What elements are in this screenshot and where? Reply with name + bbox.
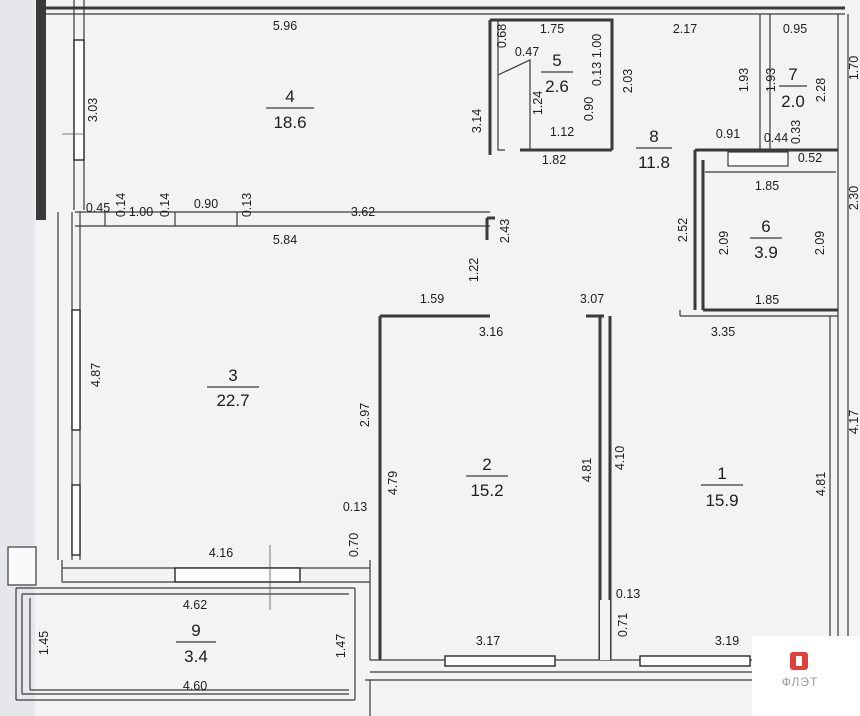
dim-label: 0.91 [716,127,740,141]
plan-area [35,0,860,716]
dim-label: 0.13 [590,62,604,86]
dimension-ticks [62,133,271,610]
room-6-area: 3.9 [754,243,778,262]
dim-label: 0.90 [582,97,596,121]
dim-label: 4.79 [386,471,400,495]
dim-label: 0.71 [616,613,630,637]
room-2-area: 15.2 [470,481,503,500]
room-9-area: 3.4 [184,647,208,666]
dim-label: 4.87 [89,363,103,387]
dim-label: 4.81 [580,458,594,482]
dim-label: 0.13 [240,193,254,217]
walls [7,0,860,716]
dim-label: 4.16 [209,546,233,560]
dim-label: 2.03 [621,69,635,93]
dim-label: 1.85 [755,179,779,193]
room-9-label: 9 3.4 [176,621,216,666]
room-labels: 4 18.6 5 2.6 8 11.8 7 2.0 6 3.9 3 22.7 [176,51,807,666]
edge-dim-label: 1.70 [847,56,860,80]
edge-dim-label: 2.30 [847,186,860,210]
room-5-label: 5 2.6 [541,51,573,96]
dim-label: 0.33 [789,120,803,144]
dim-label: 1.75 [540,22,564,36]
room-8-area: 11.8 [638,153,670,172]
room-3-area: 22.7 [216,391,249,410]
room-2-number: 2 [482,455,491,474]
dim-label: 3.35 [711,325,735,339]
room-5-area: 2.6 [545,77,569,96]
dim-label: 0.70 [347,533,361,557]
room-4-label: 4 18.6 [266,87,314,132]
dim-label: 2.43 [498,219,512,243]
room-4-area: 18.6 [273,113,306,132]
dim-label: 5.96 [273,19,297,33]
dim-label: 4.62 [183,598,207,612]
dim-label: 2.09 [813,231,827,255]
room-3-number: 3 [228,366,237,385]
dim-label: 3.14 [470,109,484,133]
dim-label: 3.03 [86,98,100,122]
dim-label: 2.52 [676,218,690,242]
dim-label: 0.95 [783,22,807,36]
dim-label: 1.85 [755,293,779,307]
dim-label: 1.00 [129,205,153,219]
dim-label: 2.09 [717,231,731,255]
room-1-area: 15.9 [705,491,738,510]
dim-label: 3.07 [580,292,604,306]
dim-label: 1.24 [531,91,545,115]
dim-label: 1.12 [550,125,574,139]
dim-label: 4.60 [183,679,207,693]
dim-label: 0.44 [764,131,788,145]
dim-label: 2.28 [814,78,828,102]
dim-label: 0.90 [194,197,218,211]
room-1-label: 1 15.9 [701,464,743,510]
logo-text: ФЛЭТ [782,675,819,689]
dim-label: 1.93 [737,68,751,92]
dim-label: 1.22 [467,258,481,282]
dim-label: 3.62 [351,205,375,219]
room-5-number: 5 [552,51,561,70]
dimension-labels: 5.96 1.75 0.47 1.12 1.82 2.17 0.95 0.91 … [37,19,860,693]
room-3-label: 3 22.7 [207,366,259,410]
dim-label: 2.17 [673,22,697,36]
room-6-number: 6 [761,217,770,236]
room-7-number: 7 [788,65,797,84]
dim-label: 3.16 [479,325,503,339]
brand-logo: ФЛЭТ [752,636,860,716]
dim-label: 0.68 [495,24,509,48]
room-1-number: 1 [717,464,726,483]
dim-label: 0.45 [86,201,110,215]
dim-label: 0.13 [343,500,367,514]
room-7-label: 7 2.0 [779,65,807,111]
edge-dim-label: 4.17 [847,410,860,434]
room-4-number: 4 [285,87,294,106]
dim-label: 2.97 [358,403,372,427]
dim-label: 0.14 [158,193,172,217]
room-9-number: 9 [191,621,200,640]
room-7-area: 2.0 [781,92,805,111]
dim-label: 5.84 [273,233,297,247]
dim-label: 4.10 [613,446,627,470]
dim-label: 4.81 [814,472,828,496]
dim-label: 1.59 [420,292,444,306]
room-8-number: 8 [649,127,658,146]
dim-label: 1.47 [334,634,348,658]
dim-label: 1.93 [764,68,778,92]
room-2-label: 2 15.2 [466,455,508,500]
dim-label: 0.13 [616,587,640,601]
dim-label: 3.17 [476,634,500,648]
dim-label: 3.19 [715,634,739,648]
dim-label: 1.45 [37,631,51,655]
dim-label: 0.47 [515,45,539,59]
dim-label: 1.00 [590,34,604,58]
dim-label: 1.82 [542,153,566,167]
dim-label: 0.52 [798,151,822,165]
dim-label: 0.14 [114,193,128,217]
room-6-label: 6 3.9 [750,217,782,262]
room-8-label: 8 11.8 [636,127,672,172]
